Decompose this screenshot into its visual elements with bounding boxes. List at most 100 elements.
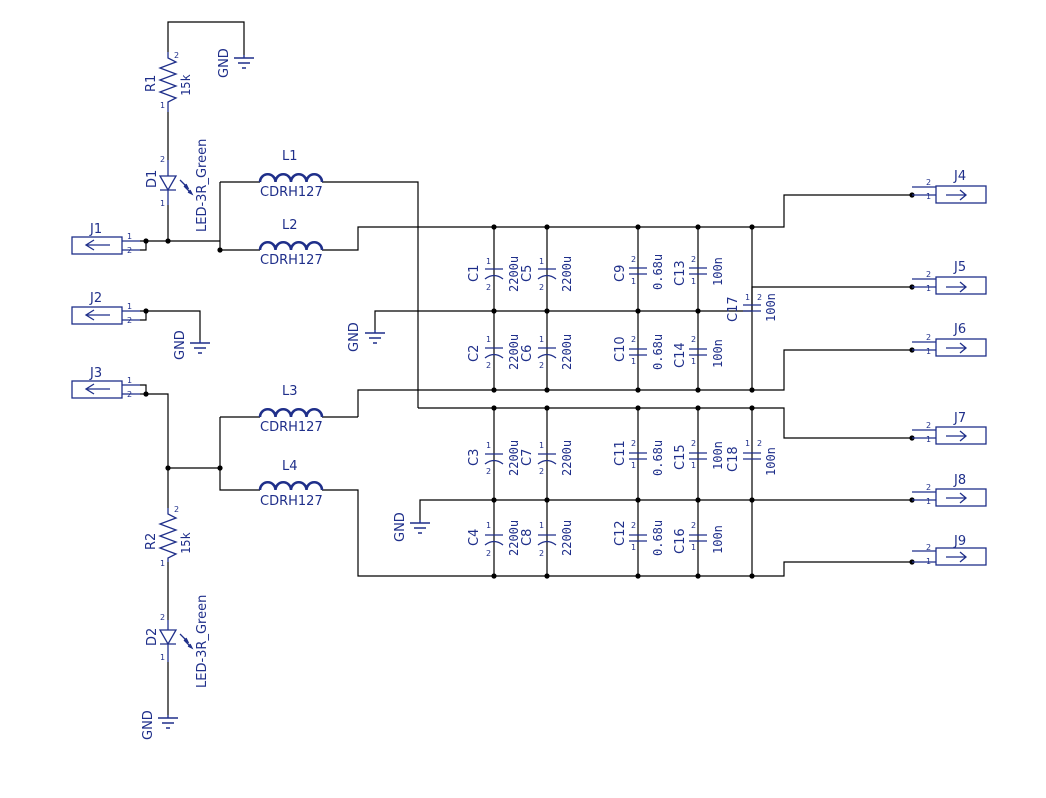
svg-text:1: 1 — [745, 293, 750, 302]
svg-text:2: 2 — [486, 283, 491, 292]
capacitor-c13: C13 100n 2 1 — [673, 255, 725, 286]
connector-j6: J6 2 1 — [912, 322, 987, 357]
connector-j4: J4 2 1 — [912, 169, 987, 204]
capacitor-c14: C14 100n 2 1 — [673, 335, 725, 368]
ground-symbol-top: GND — [217, 48, 254, 78]
svg-text:1: 1 — [127, 376, 132, 385]
d2-value: LED-3R_Green — [195, 595, 210, 688]
capacitor-c7: C7 2200u 1 2 — [520, 440, 574, 476]
svg-text:1: 1 — [539, 441, 544, 450]
svg-text:2: 2 — [691, 255, 696, 264]
svg-text:1: 1 — [127, 302, 132, 311]
wires — [140, 21, 912, 715]
connector-j7: J7 2 1 — [912, 411, 987, 445]
svg-text:2: 2 — [127, 390, 132, 399]
svg-text:2: 2 — [926, 421, 931, 430]
c8-value: 2200u — [560, 520, 574, 556]
resistor-r1: R1 15k 2 1 — [144, 51, 193, 112]
l2-ref: L2 — [282, 218, 298, 233]
c12-value: 0.68u — [651, 520, 665, 556]
c5-ref: C5 — [520, 265, 535, 282]
c8-ref: C8 — [520, 529, 535, 546]
j3-ref: J3 — [89, 366, 102, 381]
gnd-label: GND — [141, 710, 156, 740]
c10-ref: C10 — [613, 336, 628, 362]
svg-text:2: 2 — [127, 316, 132, 325]
svg-text:1: 1 — [926, 284, 931, 293]
svg-text:1: 1 — [486, 335, 491, 344]
d1-value: LED-3R_Green — [195, 139, 210, 232]
svg-text:2: 2 — [691, 335, 696, 344]
svg-text:1: 1 — [926, 497, 931, 506]
svg-text:1: 1 — [539, 335, 544, 344]
ground-symbol-bottom: GND — [141, 710, 178, 740]
c15-value: 100n — [711, 441, 725, 470]
connector-j1: J1 1 2 — [71, 222, 140, 255]
gnd-label: GND — [347, 322, 362, 352]
l1-value: CDRH127 — [260, 185, 323, 200]
j4-ref: J4 — [953, 169, 966, 184]
connector-j9: J9 2 1 — [912, 534, 987, 566]
r1-value: 15k — [179, 74, 193, 96]
svg-text:1: 1 — [926, 347, 931, 356]
capacitor-c1: C1 2200u 1 2 — [467, 256, 521, 292]
c16-value: 100n — [711, 525, 725, 554]
capacitor-c10: C10 0.68u 2 1 — [613, 334, 665, 370]
svg-text:2: 2 — [926, 543, 931, 552]
j7-ref: J7 — [953, 411, 966, 426]
svg-text:2: 2 — [160, 613, 165, 622]
c13-value: 100n — [711, 257, 725, 286]
svg-text:2: 2 — [631, 439, 636, 448]
svg-text:1: 1 — [691, 357, 696, 366]
capacitor-c12: C12 0.68u 2 1 — [613, 520, 665, 556]
capacitor-c9: C9 0.68u 2 1 — [613, 254, 665, 290]
c6-ref: C6 — [520, 345, 535, 362]
svg-text:2: 2 — [160, 155, 165, 164]
connector-j3: J3 1 2 — [71, 366, 140, 399]
capacitor-c2: C2 2200u 1 2 — [467, 334, 521, 370]
l2-value: CDRH127 — [260, 253, 323, 268]
inductor-l4: L4 CDRH127 — [258, 459, 324, 509]
capacitor-c18: C18 100n 1 2 — [726, 439, 778, 476]
c18-value: 100n — [764, 447, 778, 476]
svg-text:2: 2 — [926, 333, 931, 342]
svg-text:2: 2 — [539, 361, 544, 370]
svg-text:1: 1 — [691, 277, 696, 286]
d1-ref: D1 — [145, 170, 160, 188]
c15-ref: C15 — [673, 444, 688, 470]
svg-text:2: 2 — [691, 439, 696, 448]
svg-text:2: 2 — [631, 521, 636, 530]
c17-value: 100n — [764, 293, 778, 322]
svg-text:1: 1 — [926, 435, 931, 444]
ground-symbol-j2: GND — [173, 330, 210, 360]
c4-value: 2200u — [507, 520, 521, 556]
capacitor-c17: C17 100n 1 2 — [726, 293, 778, 322]
svg-text:1: 1 — [160, 653, 165, 662]
connector-j2: J2 1 2 — [71, 291, 140, 325]
j6-ref: J6 — [953, 322, 966, 337]
svg-text:2: 2 — [127, 246, 132, 255]
j1-ref: J1 — [89, 222, 102, 237]
ground-symbol-mid: GND — [347, 322, 385, 352]
svg-text:1: 1 — [160, 559, 165, 568]
svg-text:1: 1 — [926, 557, 931, 566]
led-d2: D2 LED-3R_Green 2 1 — [145, 595, 210, 688]
svg-text:2: 2 — [539, 283, 544, 292]
l1-ref: L1 — [282, 149, 298, 164]
svg-text:2: 2 — [486, 549, 491, 558]
svg-text:1: 1 — [631, 277, 636, 286]
svg-text:2: 2 — [757, 293, 762, 302]
c14-ref: C14 — [673, 342, 688, 368]
c2-value: 2200u — [507, 334, 521, 370]
svg-text:1: 1 — [539, 521, 544, 530]
c9-value: 0.68u — [651, 254, 665, 290]
svg-text:2: 2 — [486, 467, 491, 476]
gnd-label: GND — [393, 512, 408, 542]
c16-ref: C16 — [673, 528, 688, 554]
j5-ref: J5 — [953, 260, 966, 275]
c5-value: 2200u — [560, 256, 574, 292]
capacitor-c8: C8 2200u 1 2 — [520, 520, 574, 558]
led-d1: D1 LED-3R_Green 2 1 — [145, 139, 210, 232]
c7-ref: C7 — [520, 449, 535, 466]
svg-text:1: 1 — [745, 439, 750, 448]
